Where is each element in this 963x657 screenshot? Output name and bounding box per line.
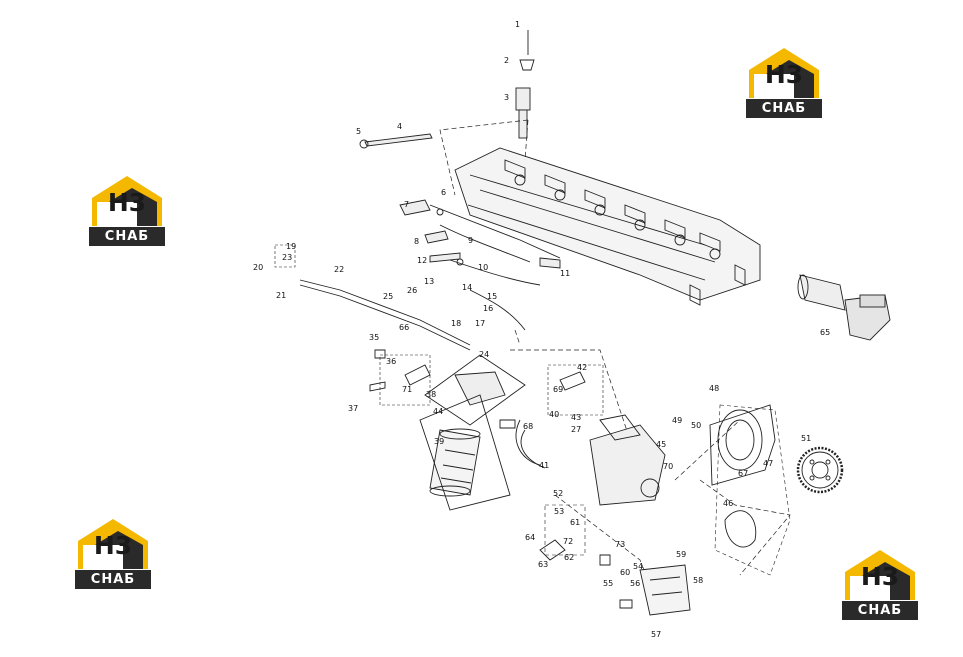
callout-15: 15 bbox=[487, 292, 497, 301]
callout-66: 66 bbox=[399, 323, 409, 332]
callout-43: 43 bbox=[571, 413, 581, 422]
pump-bracket bbox=[544, 504, 691, 616]
callout-24: 24 bbox=[479, 350, 489, 359]
logo-mark: H3 bbox=[764, 60, 804, 89]
callout-1: 1 bbox=[515, 20, 520, 29]
callout-57: 57 bbox=[651, 630, 661, 639]
logo-text: СНАБ bbox=[90, 572, 136, 587]
logo-text: СНАБ bbox=[857, 603, 903, 618]
callout-6: 6 bbox=[441, 188, 446, 197]
callout-59: 59 bbox=[676, 550, 686, 559]
callout-73: 73 bbox=[615, 540, 625, 549]
callout-16: 16 bbox=[483, 304, 493, 313]
callout-26: 26 bbox=[407, 286, 417, 295]
callout-52: 52 bbox=[553, 489, 563, 498]
callout-2: 2 bbox=[504, 56, 509, 65]
callout-71: 71 bbox=[402, 385, 412, 394]
cylinder-head bbox=[454, 147, 761, 306]
starter-motor bbox=[797, 274, 891, 341]
callout-65: 65 bbox=[820, 328, 830, 337]
callout-14: 14 bbox=[462, 283, 472, 292]
gear-housing bbox=[709, 404, 791, 576]
brand-logo: H3 СНАБ bbox=[840, 548, 920, 622]
callout-55: 55 bbox=[603, 579, 613, 588]
callout-36: 36 bbox=[386, 357, 396, 366]
callout-69: 69 bbox=[553, 385, 563, 394]
leader-lines bbox=[439, 119, 791, 611]
callout-20: 20 bbox=[253, 263, 263, 272]
callout-17: 17 bbox=[475, 319, 485, 328]
callout-22: 22 bbox=[334, 265, 344, 274]
callout-50: 50 bbox=[691, 421, 701, 430]
callout-12: 12 bbox=[417, 256, 427, 265]
callout-48: 48 bbox=[709, 384, 719, 393]
callout-47: 47 bbox=[763, 459, 773, 468]
callout-63: 63 bbox=[538, 560, 548, 569]
callout-35: 35 bbox=[369, 333, 379, 342]
callout-41: 41 bbox=[539, 461, 549, 470]
callout-54: 54 bbox=[633, 562, 643, 571]
brand-logo: H3 СНАБ bbox=[73, 517, 153, 591]
logo-house-icon bbox=[89, 176, 165, 246]
callout-49: 49 bbox=[672, 416, 682, 425]
callout-37: 37 bbox=[348, 404, 358, 413]
callout-19: 19 bbox=[286, 242, 296, 251]
injection-pump bbox=[515, 414, 666, 506]
logo-house-icon bbox=[75, 519, 151, 589]
callout-68: 68 bbox=[523, 422, 533, 431]
callout-11: 11 bbox=[560, 269, 570, 278]
logo-text: СНАБ bbox=[761, 101, 807, 116]
callout-53: 53 bbox=[554, 507, 564, 516]
callout-10: 10 bbox=[478, 263, 488, 272]
callout-42: 42 bbox=[577, 363, 587, 372]
callout-46: 46 bbox=[723, 499, 733, 508]
logo-mark: H3 bbox=[860, 562, 900, 591]
callout-67: 67 bbox=[738, 469, 748, 478]
callout-13: 13 bbox=[424, 277, 434, 286]
callout-44: 44 bbox=[433, 407, 443, 416]
logo-text: СНАБ bbox=[104, 229, 150, 244]
injector-assembly bbox=[359, 30, 535, 149]
logo-mark: H3 bbox=[107, 188, 147, 217]
callout-70: 70 bbox=[663, 462, 673, 471]
callout-27: 27 bbox=[571, 425, 581, 434]
callout-56: 56 bbox=[630, 579, 640, 588]
callout-8: 8 bbox=[414, 237, 419, 246]
callout-18: 18 bbox=[451, 319, 461, 328]
callout-61: 61 bbox=[570, 518, 580, 527]
callout-58: 58 bbox=[693, 576, 703, 585]
logo-mark: H3 bbox=[93, 531, 133, 560]
brand-logo: H3 СНАБ bbox=[87, 174, 167, 248]
callout-7: 7 bbox=[404, 200, 409, 209]
logo-house-icon bbox=[842, 550, 918, 620]
callout-39: 39 bbox=[434, 437, 444, 446]
callout-4: 4 bbox=[397, 122, 402, 131]
callout-62: 62 bbox=[564, 553, 574, 562]
callout-45: 45 bbox=[656, 440, 666, 449]
callout-9: 9 bbox=[468, 236, 473, 245]
callout-38: 38 bbox=[426, 390, 436, 399]
callout-21: 21 bbox=[276, 291, 286, 300]
callout-23: 23 bbox=[282, 253, 292, 262]
callout-72: 72 bbox=[563, 537, 573, 546]
callout-51: 51 bbox=[801, 434, 811, 443]
fuel-filter bbox=[419, 354, 526, 511]
callout-40: 40 bbox=[549, 410, 559, 419]
callout-60: 60 bbox=[620, 568, 630, 577]
callout-64: 64 bbox=[525, 533, 535, 542]
callout-25: 25 bbox=[383, 292, 393, 301]
brand-logo: H3 СНАБ bbox=[744, 46, 824, 120]
small-parts bbox=[274, 244, 633, 609]
callout-5: 5 bbox=[356, 127, 361, 136]
logo-house-icon bbox=[746, 48, 822, 118]
callout-3: 3 bbox=[504, 93, 509, 102]
fuel-lines bbox=[299, 199, 561, 351]
drive-gear bbox=[796, 446, 844, 494]
